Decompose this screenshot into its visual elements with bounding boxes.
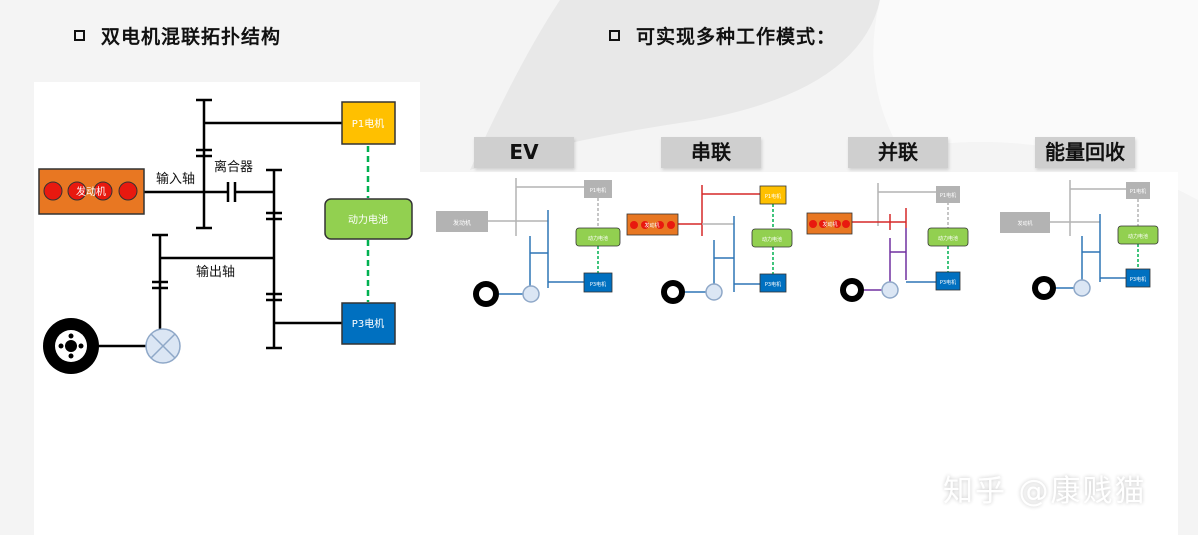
mode-diagram-ev: 发动机 P1电机 动力电池 P3电机 [436, 178, 621, 307]
heading-topology: 双电机混联拓扑结构 [74, 22, 281, 49]
series-battery-label: 动力电池 [762, 236, 782, 243]
mode-label-regen: 能量回收 [1035, 137, 1135, 168]
p3-motor-block: P3电机 [341, 302, 396, 345]
engine-label: 发动机 [76, 185, 106, 198]
square-bullet-icon [74, 30, 85, 41]
p1-motor-block: P1电机 [341, 101, 396, 145]
p1-label: P1电机 [352, 117, 384, 130]
parallel-p1-label: P1电机 [940, 192, 956, 199]
regen-p3-label: P3电机 [1130, 276, 1146, 283]
mode-diagram-series: 发动机 P1电机 动力电池 P3电机 [626, 185, 793, 304]
parallel-p3-label: P3电机 [940, 279, 956, 286]
watermark: 知乎 @康贱猫 [943, 474, 1147, 509]
engine-block: 发动机 [38, 168, 145, 215]
mode-label-ev: EV [474, 137, 574, 168]
mode-label-parallel: 并联 [848, 137, 948, 168]
modes-panel [420, 172, 1178, 535]
wheel-icon [43, 318, 99, 374]
input-shaft-label: 输入轴 [156, 171, 195, 187]
regen-battery-label: 动力电池 [1128, 233, 1148, 240]
ev-battery-label: 动力电池 [588, 235, 608, 242]
ev-p1-label: P1电机 [590, 187, 606, 194]
heading-modes-text: 可实现多种工作模式： [636, 26, 837, 48]
battery-label: 动力电池 [348, 213, 388, 226]
p3-label: P3电机 [352, 317, 384, 330]
mode-diagram-regen: 发动机 P1电机 动力电池 P3电机 [1000, 180, 1159, 300]
heading-modes: 可实现多种工作模式： [609, 22, 836, 49]
regen-engine-label: 发动机 [1017, 220, 1032, 227]
parallel-battery-label: 动力电池 [938, 235, 958, 242]
series-p3-label: P3电机 [765, 281, 781, 288]
output-shaft-label: 输出轴 [196, 264, 235, 280]
square-bullet-icon [609, 30, 620, 41]
mode-label-series: 串联 [661, 137, 761, 168]
heading-topology-text: 双电机混联拓扑结构 [101, 26, 282, 48]
mode-diagram-parallel: 发动机 P1电机 动力电池 P3电机 [806, 183, 969, 302]
differential-icon [145, 328, 181, 364]
series-p1-label: P1电机 [765, 193, 781, 200]
ev-p3-label: P3电机 [590, 281, 606, 288]
parallel-engine-label: 发动机 [822, 221, 837, 228]
battery-block: 动力电池 [324, 198, 413, 240]
ev-engine-label: 发动机 [453, 219, 471, 227]
clutch-label: 离合器 [214, 159, 253, 175]
regen-p1-label: P1电机 [1130, 188, 1146, 195]
series-engine-label: 发动机 [644, 222, 659, 229]
